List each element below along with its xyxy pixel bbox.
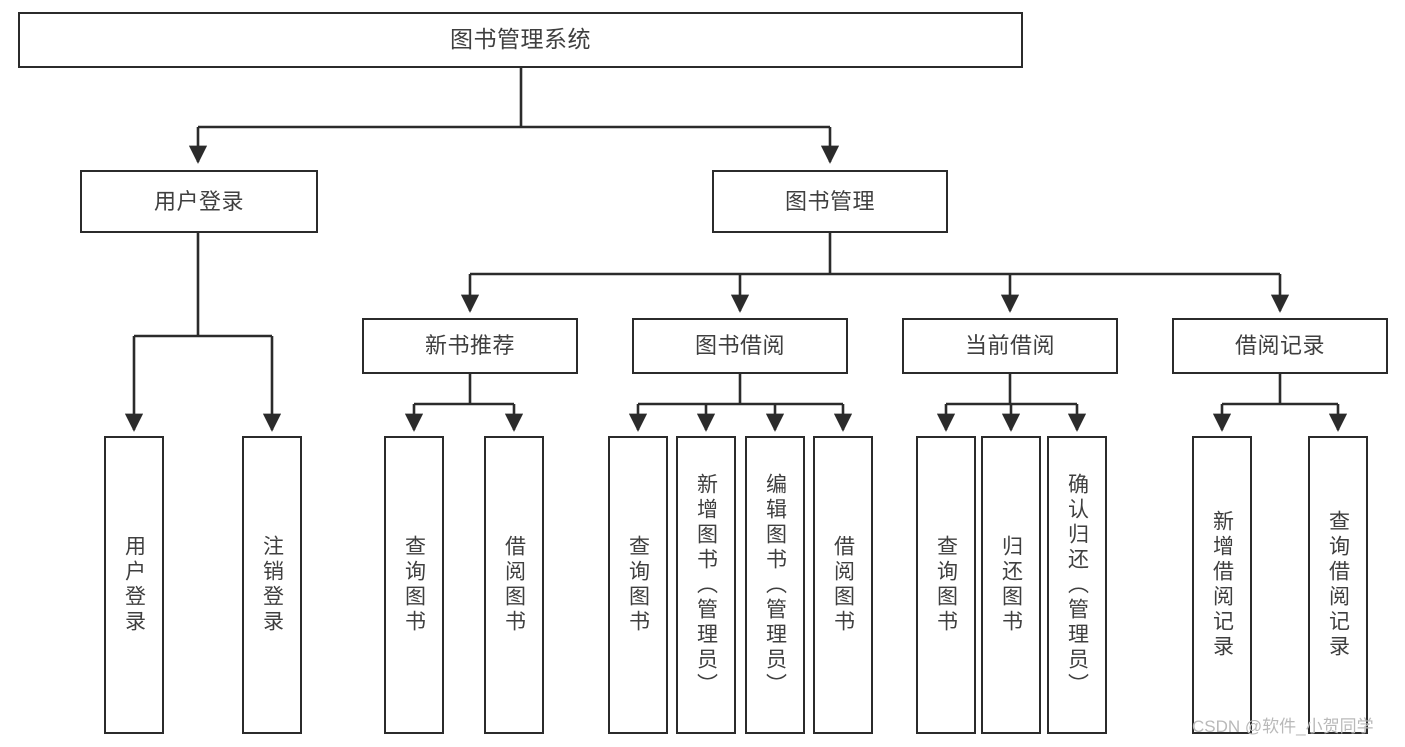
node-book-borrow[interactable]: 图书借阅	[632, 318, 848, 374]
node-user-login[interactable]: 用户登录	[80, 170, 318, 233]
node-label: 借阅图书	[502, 535, 526, 635]
leaf-query-book-recommend[interactable]: 查询图书	[384, 436, 444, 734]
node-label: 借阅记录	[1234, 333, 1325, 359]
node-label: 注销登录	[260, 535, 284, 635]
node-label: 新书推荐	[424, 333, 515, 359]
node-label: 图书借阅	[694, 333, 785, 359]
node-label: 图书管理	[784, 188, 875, 214]
node-label: 当前借阅	[964, 333, 1055, 359]
node-label: 编辑图书（管理员）	[763, 472, 787, 698]
leaf-add-borrow-record[interactable]: 新增借阅记录	[1192, 436, 1252, 734]
leaf-borrow-book-recommend[interactable]: 借阅图书	[484, 436, 544, 734]
node-book-manage[interactable]: 图书管理	[712, 170, 948, 233]
leaf-query-book-borrow[interactable]: 查询图书	[608, 436, 668, 734]
node-label: 查询图书	[402, 535, 426, 635]
node-current-borrow[interactable]: 当前借阅	[902, 318, 1118, 374]
leaf-query-book-current[interactable]: 查询图书	[916, 436, 976, 734]
node-label: 用户登录	[122, 535, 146, 635]
node-new-book-recommend[interactable]: 新书推荐	[362, 318, 578, 374]
node-label: 归还图书	[999, 535, 1023, 635]
node-label: 确认归还（管理员）	[1065, 472, 1089, 698]
leaf-edit-book-admin[interactable]: 编辑图书（管理员）	[745, 436, 805, 734]
node-label: 新增图书（管理员）	[694, 472, 718, 698]
node-label: 查询借阅记录	[1326, 510, 1350, 660]
node-label: 用户登录	[153, 188, 244, 214]
node-label: 新增借阅记录	[1210, 510, 1234, 660]
leaf-return-book[interactable]: 归还图书	[981, 436, 1041, 734]
node-label: 借阅图书	[831, 535, 855, 635]
node-label: 查询图书	[934, 535, 958, 635]
leaf-query-borrow-record[interactable]: 查询借阅记录	[1308, 436, 1368, 734]
leaf-logout-login[interactable]: 注销登录	[242, 436, 302, 734]
node-root-system[interactable]: 图书管理系统	[18, 12, 1023, 68]
node-label: 图书管理系统	[450, 26, 591, 53]
node-label: 查询图书	[626, 535, 650, 635]
node-borrow-record[interactable]: 借阅记录	[1172, 318, 1388, 374]
leaf-user-login[interactable]: 用户登录	[104, 436, 164, 734]
leaf-borrow-book[interactable]: 借阅图书	[813, 436, 873, 734]
leaf-add-book-admin[interactable]: 新增图书（管理员）	[676, 436, 736, 734]
watermark-text: CSDN @软件_小贺同学	[1192, 717, 1374, 736]
leaf-confirm-return-admin[interactable]: 确认归还（管理员）	[1047, 436, 1107, 734]
